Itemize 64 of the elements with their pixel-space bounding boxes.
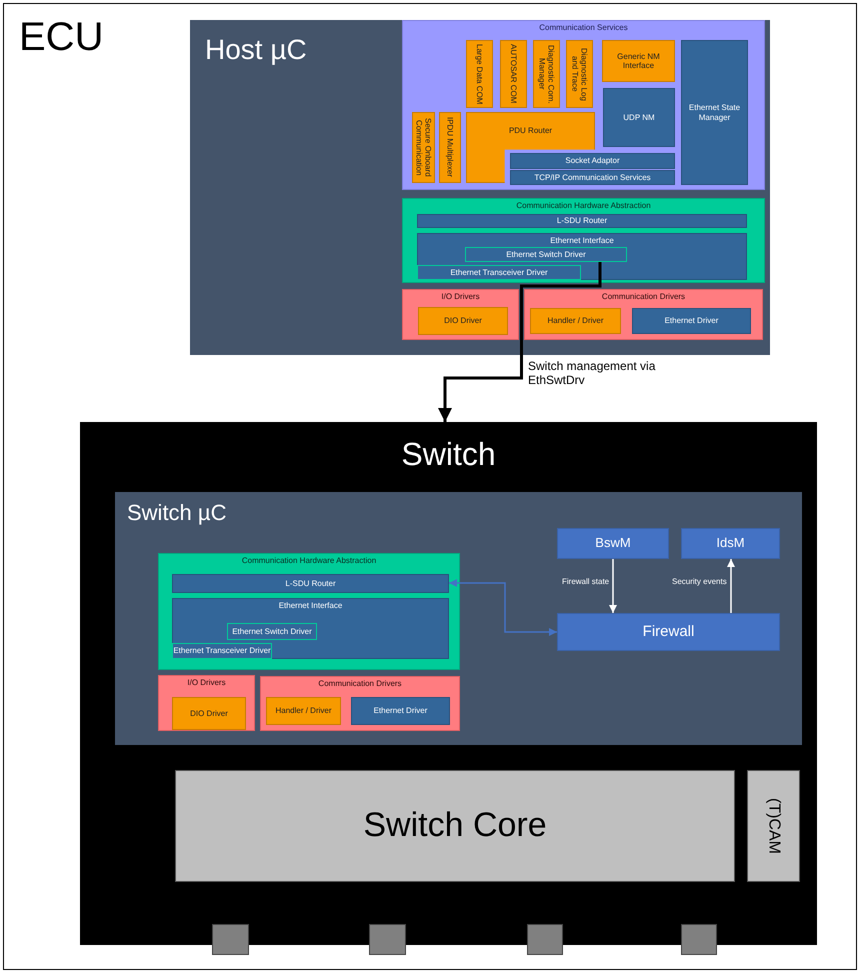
panel-title: Communication Hardware Abstraction bbox=[515, 201, 652, 210]
module-box: IPDU Multiplexer bbox=[439, 112, 461, 183]
panel-title: Ethernet Interface bbox=[278, 601, 344, 610]
core-block: Switch Core bbox=[175, 770, 735, 882]
controller-panel bbox=[115, 492, 802, 745]
switch-frame bbox=[80, 422, 817, 945]
module-box: Ethernet Switch Driver bbox=[465, 247, 627, 262]
module-box: DIO Driver bbox=[418, 307, 508, 335]
module-box: Ethernet Driver bbox=[351, 697, 450, 725]
connector-arrow bbox=[449, 579, 557, 636]
module-box: Ethernet Transceiver Driver bbox=[172, 643, 272, 659]
panel-title: Communication Services bbox=[538, 23, 629, 32]
panel-title: Ethernet Interface bbox=[549, 236, 615, 245]
module-box: Generic NM Interface bbox=[602, 40, 675, 82]
module-box: Secure Onboard Communication bbox=[412, 112, 435, 183]
port-square bbox=[212, 924, 249, 955]
panel-title: ECU bbox=[19, 15, 104, 60]
module-box: Diagnostic Com. Manager bbox=[533, 40, 560, 108]
edge-label: Security events bbox=[672, 577, 727, 587]
panel-title: Communication Drivers bbox=[600, 292, 686, 301]
module-box: Ethernet Switch Driver bbox=[227, 623, 317, 640]
module-box: IdsM bbox=[681, 528, 780, 559]
layer-panel bbox=[158, 553, 460, 670]
port-square bbox=[369, 924, 406, 955]
layer-panel bbox=[524, 289, 763, 340]
module-box: TCP/IP Communication Services bbox=[510, 170, 675, 185]
layer-panel bbox=[402, 20, 765, 190]
connector-arrow bbox=[609, 559, 617, 613]
layer-panel bbox=[260, 676, 460, 731]
port-square bbox=[527, 924, 563, 955]
panel-title: I/O Drivers bbox=[186, 678, 227, 687]
panel-title: Switch bbox=[400, 436, 497, 473]
module-box: Handler / Driver bbox=[266, 697, 341, 725]
layer-panel bbox=[402, 289, 519, 340]
module-box bbox=[172, 598, 449, 659]
module-box: Ethernet Driver bbox=[632, 308, 751, 334]
panel-title: Switch µC bbox=[127, 500, 226, 526]
panel-title: Communication Drivers bbox=[317, 679, 403, 688]
module-box: Diagnostic Log and Trace bbox=[566, 40, 593, 108]
port-square bbox=[681, 924, 717, 955]
panel-title: I/O Drivers bbox=[440, 292, 481, 301]
module-box: AUTOSAR COM bbox=[500, 40, 527, 108]
module-box: BswM bbox=[557, 528, 669, 559]
module-box: L-SDU Router bbox=[172, 574, 449, 593]
layer-panel bbox=[158, 675, 255, 731]
panel-title: Communication Hardware Abstraction bbox=[240, 556, 378, 565]
module-box: UDP NM bbox=[603, 88, 675, 147]
memory-block: (T)CAM bbox=[747, 770, 800, 882]
module-box: Handler / Driver bbox=[530, 308, 621, 334]
ecu-frame bbox=[3, 3, 857, 970]
layer-panel bbox=[402, 198, 765, 283]
edge-label: Firewall state bbox=[562, 577, 610, 587]
module-box: Socket Adaptor bbox=[510, 153, 675, 169]
connector-arrow bbox=[438, 262, 602, 422]
controller-panel bbox=[190, 20, 770, 355]
module-box: DIO Driver bbox=[172, 697, 246, 730]
module-box bbox=[417, 233, 747, 280]
connector-arrow bbox=[727, 559, 735, 613]
module-box: Ethernet Transceiver Driver bbox=[417, 265, 581, 280]
module-box: Ethernet State Manager bbox=[681, 40, 748, 185]
module-box: Firewall bbox=[557, 613, 780, 651]
module-box: Large Data COM bbox=[466, 40, 493, 108]
panel-title: Host µC bbox=[205, 34, 307, 66]
module-box: L-SDU Router bbox=[417, 214, 747, 228]
